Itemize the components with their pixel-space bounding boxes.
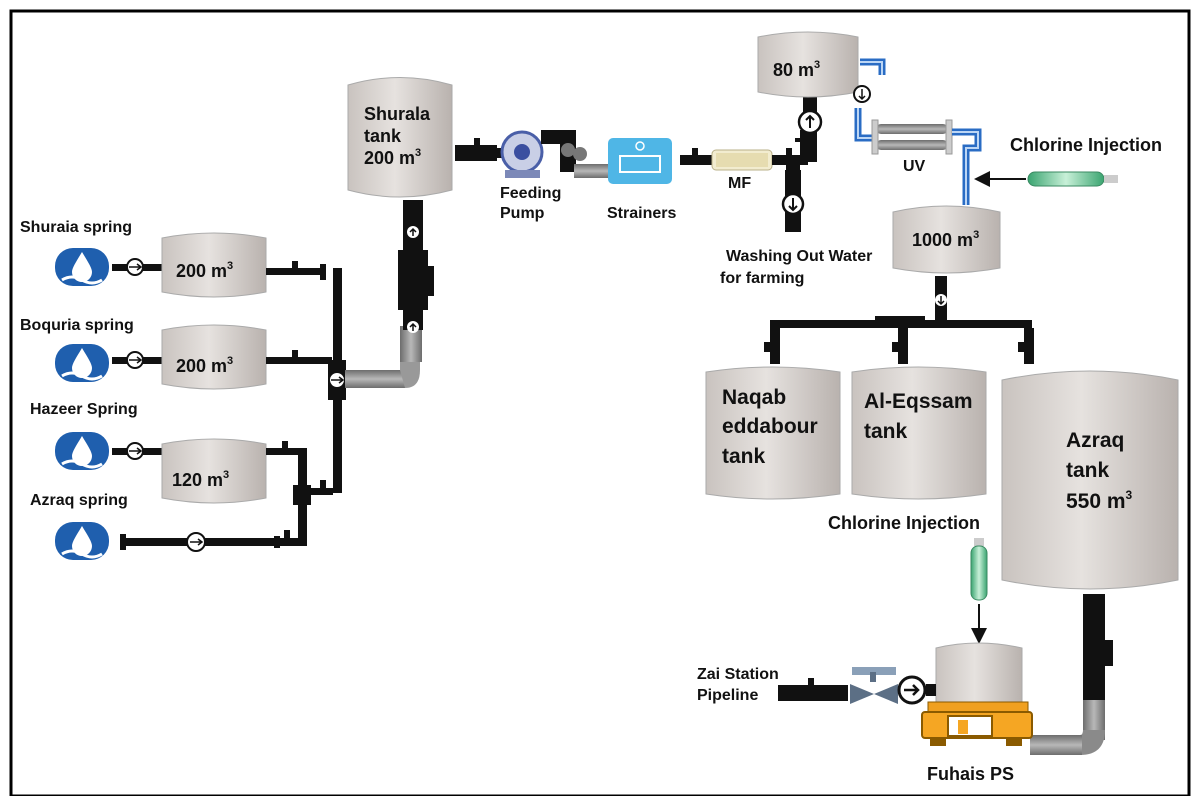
naqab-tank-line3: tank xyxy=(722,445,766,468)
shurala-tank-capacity: 200 m3 xyxy=(364,147,421,168)
spring-tank-3-capacity: 120 m3 xyxy=(172,469,229,490)
label-shuraia-spring: Shuraia spring xyxy=(20,219,132,236)
spring-inlet-pipes xyxy=(112,258,162,460)
diagram-border xyxy=(9,9,1191,796)
zai-label-2: Pipeline xyxy=(697,687,758,704)
strainers-label: Strainers xyxy=(607,205,676,222)
chlorine-injector-bottom-icon xyxy=(970,538,988,601)
uv-label: UV xyxy=(903,158,926,175)
naqab-tank-line2: eddabour xyxy=(722,415,818,438)
shurala-tank xyxy=(347,77,453,198)
spring-tank-2-capacity: 200 m3 xyxy=(176,355,233,376)
riser-pipe xyxy=(345,200,434,388)
mf-filter-icon xyxy=(711,149,773,171)
distribution-header xyxy=(764,276,1034,364)
zai-label-1: Zai Station xyxy=(697,666,779,683)
tank-80-capacity: 80 m3 xyxy=(773,59,820,80)
backwash-riser xyxy=(795,92,823,162)
label-boquria-spring: Boquria spring xyxy=(20,317,134,334)
shurala-tank-line2: tank xyxy=(364,126,402,146)
feeding-pump-icon xyxy=(500,130,544,178)
label-azraq-spring: Azraq spring xyxy=(30,492,128,509)
spring-tank-1-capacity: 200 m3 xyxy=(176,260,233,281)
mf-label: MF xyxy=(728,175,751,192)
eqssam-tank xyxy=(851,366,987,500)
azraq-outlet-pipe xyxy=(1030,594,1113,755)
washing-out-label-1: Washing Out Water xyxy=(726,248,872,265)
chlorine-injection-label-top: Chlorine Injection xyxy=(1010,135,1162,155)
tank-1000 xyxy=(892,205,1001,274)
chlorine-arrow-bottom xyxy=(971,604,987,644)
eqssam-tank-line2: tank xyxy=(864,420,908,443)
spring-tank-2 xyxy=(161,324,267,390)
mf-inlet-pipe xyxy=(680,148,712,165)
label-hazeer-spring: Hazeer Spring xyxy=(30,401,138,418)
spring-boquria xyxy=(55,344,109,382)
chlorine-injector-top-icon xyxy=(1027,171,1118,187)
pump-inlet-pipe xyxy=(455,138,507,161)
strainers-icon xyxy=(608,138,672,184)
collector-pipes xyxy=(120,261,346,552)
fuhais-ps-label: Fuhais PS xyxy=(927,764,1014,784)
tank-1000-capacity: 1000 m3 xyxy=(912,229,979,250)
azraq-tank-line2: tank xyxy=(1066,459,1110,482)
azraq-tank-line1: Azraq xyxy=(1066,429,1124,452)
uv-outlet-tube xyxy=(952,128,982,205)
washing-out-label-2: for farming xyxy=(720,270,804,287)
uv-reactor-icon xyxy=(871,119,953,155)
gate-valve-icon xyxy=(850,667,898,704)
fuhais-pump-icon xyxy=(921,701,1033,746)
pump-outlet-pipe xyxy=(541,130,612,178)
spring-tank-3 xyxy=(161,438,267,504)
spring-hazeer xyxy=(55,432,109,470)
eqssam-tank-line1: Al-Eqssam xyxy=(864,390,973,413)
zai-pipeline xyxy=(778,678,848,701)
washing-out-pipe xyxy=(781,170,805,232)
feeding-pump-label-2: Pump xyxy=(500,205,545,222)
flow-meter-icon xyxy=(897,675,936,705)
azraq-tank xyxy=(1001,370,1179,590)
chlorine-arrow-top xyxy=(974,171,1026,187)
spring-tank-1 xyxy=(161,232,267,298)
azraq-tank-capacity: 550 m3 xyxy=(1066,488,1133,513)
naqab-tank xyxy=(705,366,841,500)
uv-inlet-tube xyxy=(853,58,886,142)
chlorine-injection-label-bottom: Chlorine Injection xyxy=(828,513,980,533)
spring-azraq xyxy=(55,522,109,560)
naqab-tank-line1: Naqab xyxy=(722,386,786,409)
spring-shuraia xyxy=(55,248,109,286)
shurala-tank-line1: Shurala xyxy=(364,104,431,124)
feeding-pump-label-1: Feeding xyxy=(500,185,561,202)
